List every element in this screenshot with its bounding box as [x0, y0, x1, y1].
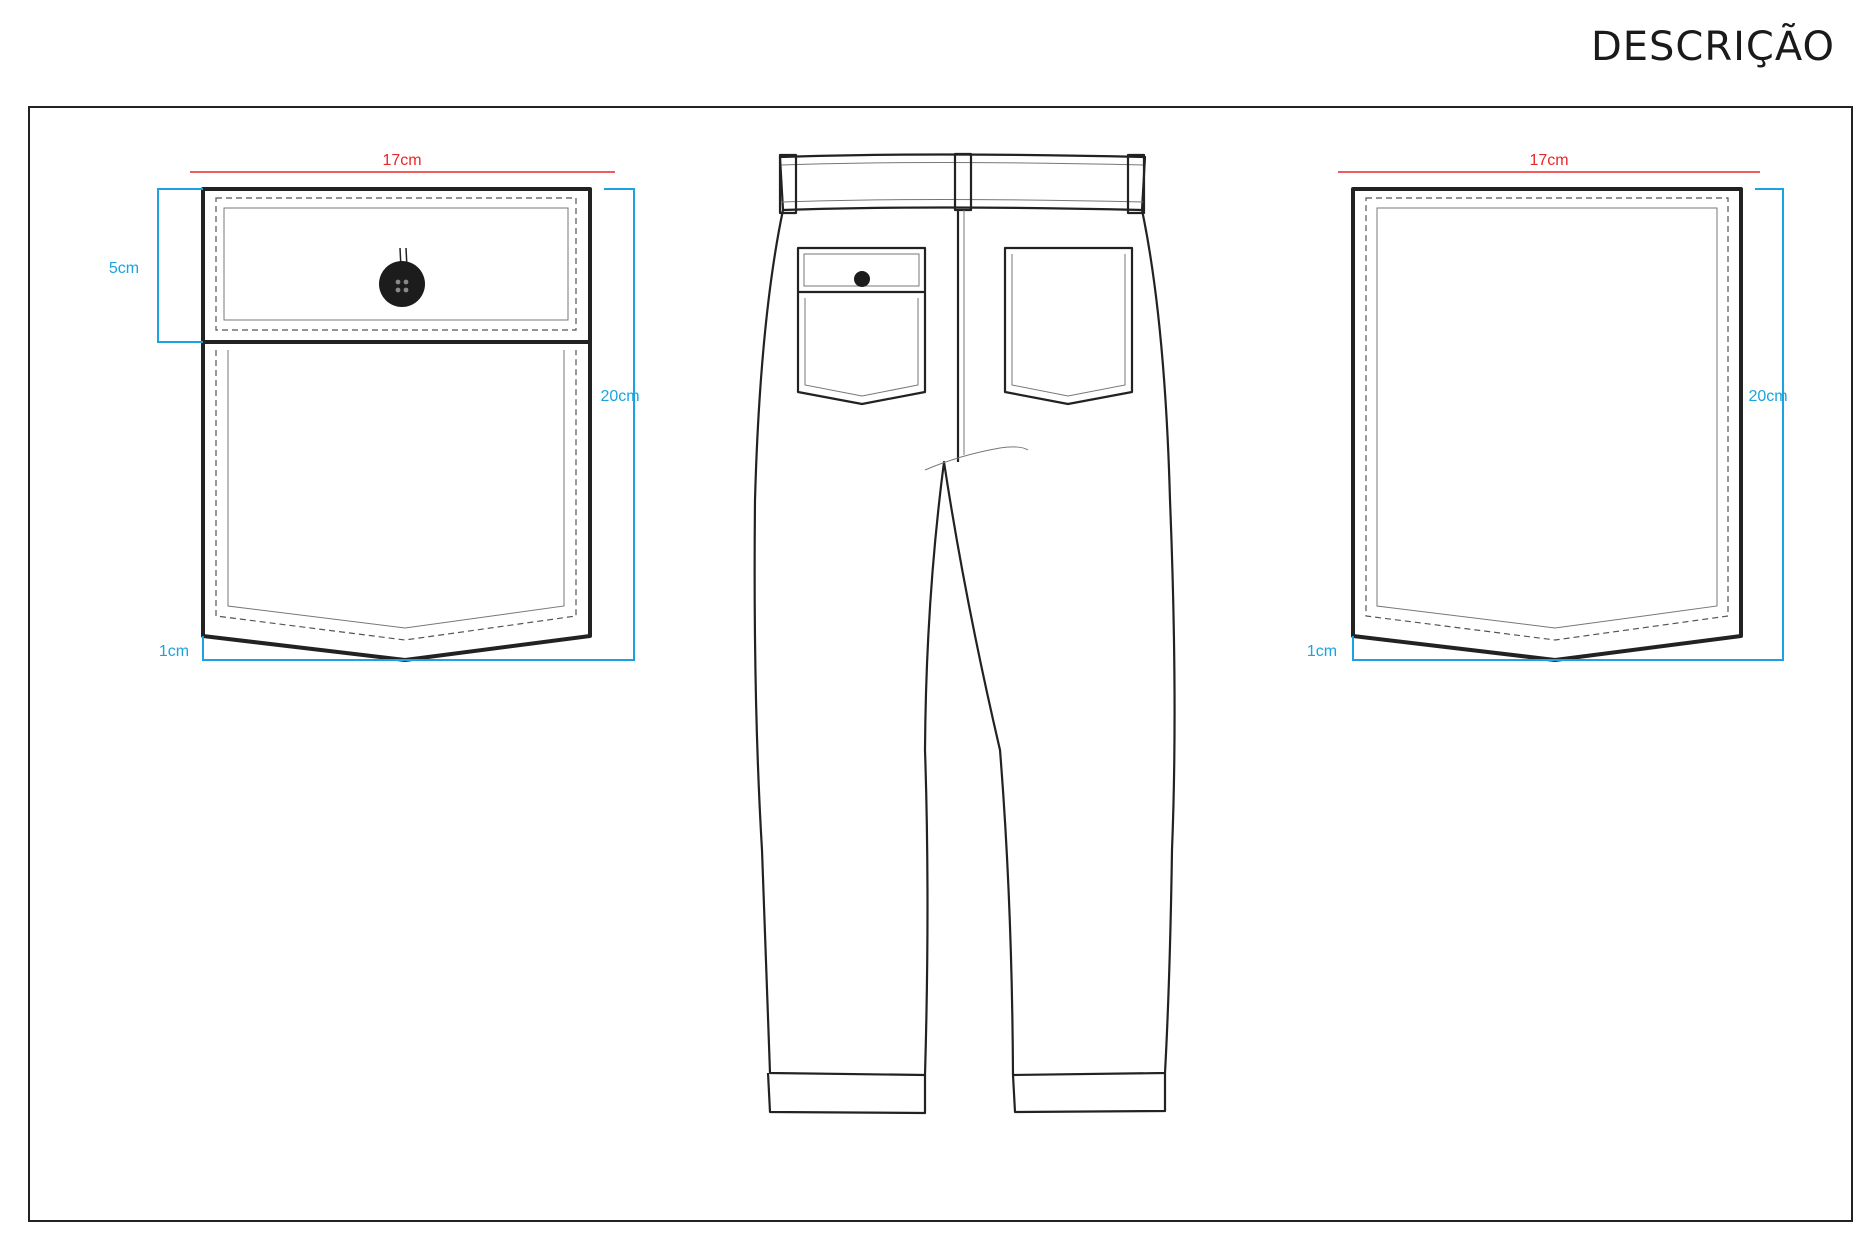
right-point-line [1352, 636, 1783, 661]
right-height-label: 20cm [1748, 388, 1787, 405]
left-flap-stitch [215, 197, 577, 331]
page-title: DESCRIÇÃO [1590, 24, 1835, 70]
pants-outline [753, 209, 1176, 1077]
pants-right-pocket [1003, 246, 1134, 406]
left-flap-label: 5cm [109, 260, 139, 277]
belt-loop-center [953, 152, 973, 212]
right-width-label: 17cm [1529, 152, 1568, 169]
button-icon [379, 261, 425, 307]
right-pocket-outline [1351, 187, 1743, 662]
left-cuff [766, 1072, 927, 1115]
right-height-line [1755, 188, 1784, 661]
left-height-line [604, 188, 635, 661]
right-pocket-stitch [1365, 197, 1729, 641]
left-point-label: 1cm [159, 643, 189, 660]
pants-button-icon [854, 271, 870, 287]
right-pocket-inner [1376, 207, 1718, 629]
right-pocket: 17cm 20cm 1cm [1307, 152, 1788, 662]
pants-back-view [753, 152, 1176, 1115]
left-body-stitch [215, 350, 577, 641]
left-pocket: 17cm 5cm 20cm 1cm [109, 152, 640, 662]
right-point-label: 1cm [1307, 643, 1337, 660]
pants-left-pocket [796, 246, 927, 406]
left-flap-height-line [157, 188, 203, 343]
right-cuff [1011, 1073, 1167, 1114]
drawing-frame [28, 106, 1853, 1222]
belt-loop-right [1126, 153, 1146, 215]
left-point-line [202, 636, 634, 661]
left-body-inner [227, 350, 565, 629]
belt-loop-left [778, 153, 798, 215]
left-pocket-outline [201, 187, 592, 662]
left-width-label: 17cm [382, 152, 421, 169]
left-flap-inner [223, 207, 569, 321]
left-height-label: 20cm [600, 388, 639, 405]
